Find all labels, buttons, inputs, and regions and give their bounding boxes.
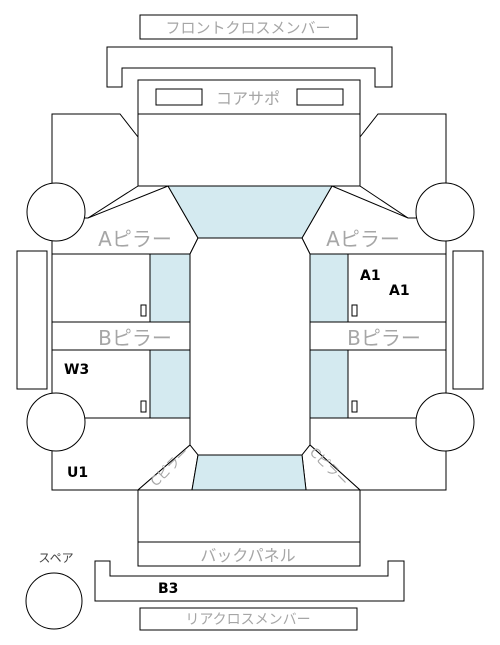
left-front-window[interactable]	[149, 253, 191, 323]
a-pillar-left-label: Aピラー	[98, 227, 172, 251]
core-support-right-light	[296, 88, 344, 106]
b-pillar-left-panel[interactable]	[51, 321, 191, 351]
front-cross-member-box[interactable]	[139, 14, 358, 40]
front-cross-member-label: フロントクロスメンバー	[165, 19, 330, 37]
damage-code-a1-first: A1	[360, 268, 381, 284]
back-panel-box[interactable]	[137, 541, 361, 567]
back-panel-label: バックパネル	[200, 546, 295, 565]
rear-window[interactable]	[191, 454, 307, 491]
rear-member-bracket[interactable]	[94, 560, 405, 602]
damage-code-a1-second: A1	[389, 283, 410, 299]
damage-code-u1: U1	[67, 465, 88, 481]
front-member-bracket[interactable]	[106, 46, 393, 88]
rear-right-wheel[interactable]	[415, 392, 475, 452]
front-right-door-handle	[351, 304, 358, 317]
front-right-door[interactable]	[347, 253, 447, 323]
hood-panel[interactable]	[137, 113, 361, 187]
front-left-door-handle	[140, 304, 147, 317]
trunk-lid[interactable]	[137, 489, 361, 543]
left-rear-window[interactable]	[149, 349, 191, 419]
rear-cross-member-label: リアクロスメンバー	[185, 612, 310, 628]
right-rear-window[interactable]	[309, 349, 349, 419]
front-left-door[interactable]	[51, 253, 151, 323]
damage-code-b3: B3	[158, 581, 178, 597]
left-side-step[interactable]	[16, 250, 48, 390]
a-pillar-right-label: Aピラー	[326, 227, 400, 251]
core-support-left-light	[155, 88, 203, 106]
spare-tire[interactable]	[25, 572, 83, 630]
b-pillar-right-panel[interactable]	[309, 321, 447, 351]
right-front-window[interactable]	[309, 253, 349, 323]
core-support-label: コアサポ	[216, 89, 280, 108]
rear-cross-member-box[interactable]	[139, 607, 358, 631]
spare-tire-label: スペア	[38, 551, 73, 565]
rear-left-wheel[interactable]	[26, 392, 86, 452]
damage-code-w3: W3	[64, 362, 89, 378]
front-right-wheel[interactable]	[415, 182, 475, 242]
right-side-step[interactable]	[452, 250, 484, 390]
b-pillar-left-label: Bピラー	[98, 326, 172, 350]
front-left-wheel[interactable]	[26, 182, 86, 242]
b-pillar-right-label: Bピラー	[347, 326, 421, 350]
rear-left-door-handle	[140, 400, 147, 413]
rear-right-door-handle	[351, 400, 358, 413]
roof-panel[interactable]	[189, 237, 311, 456]
